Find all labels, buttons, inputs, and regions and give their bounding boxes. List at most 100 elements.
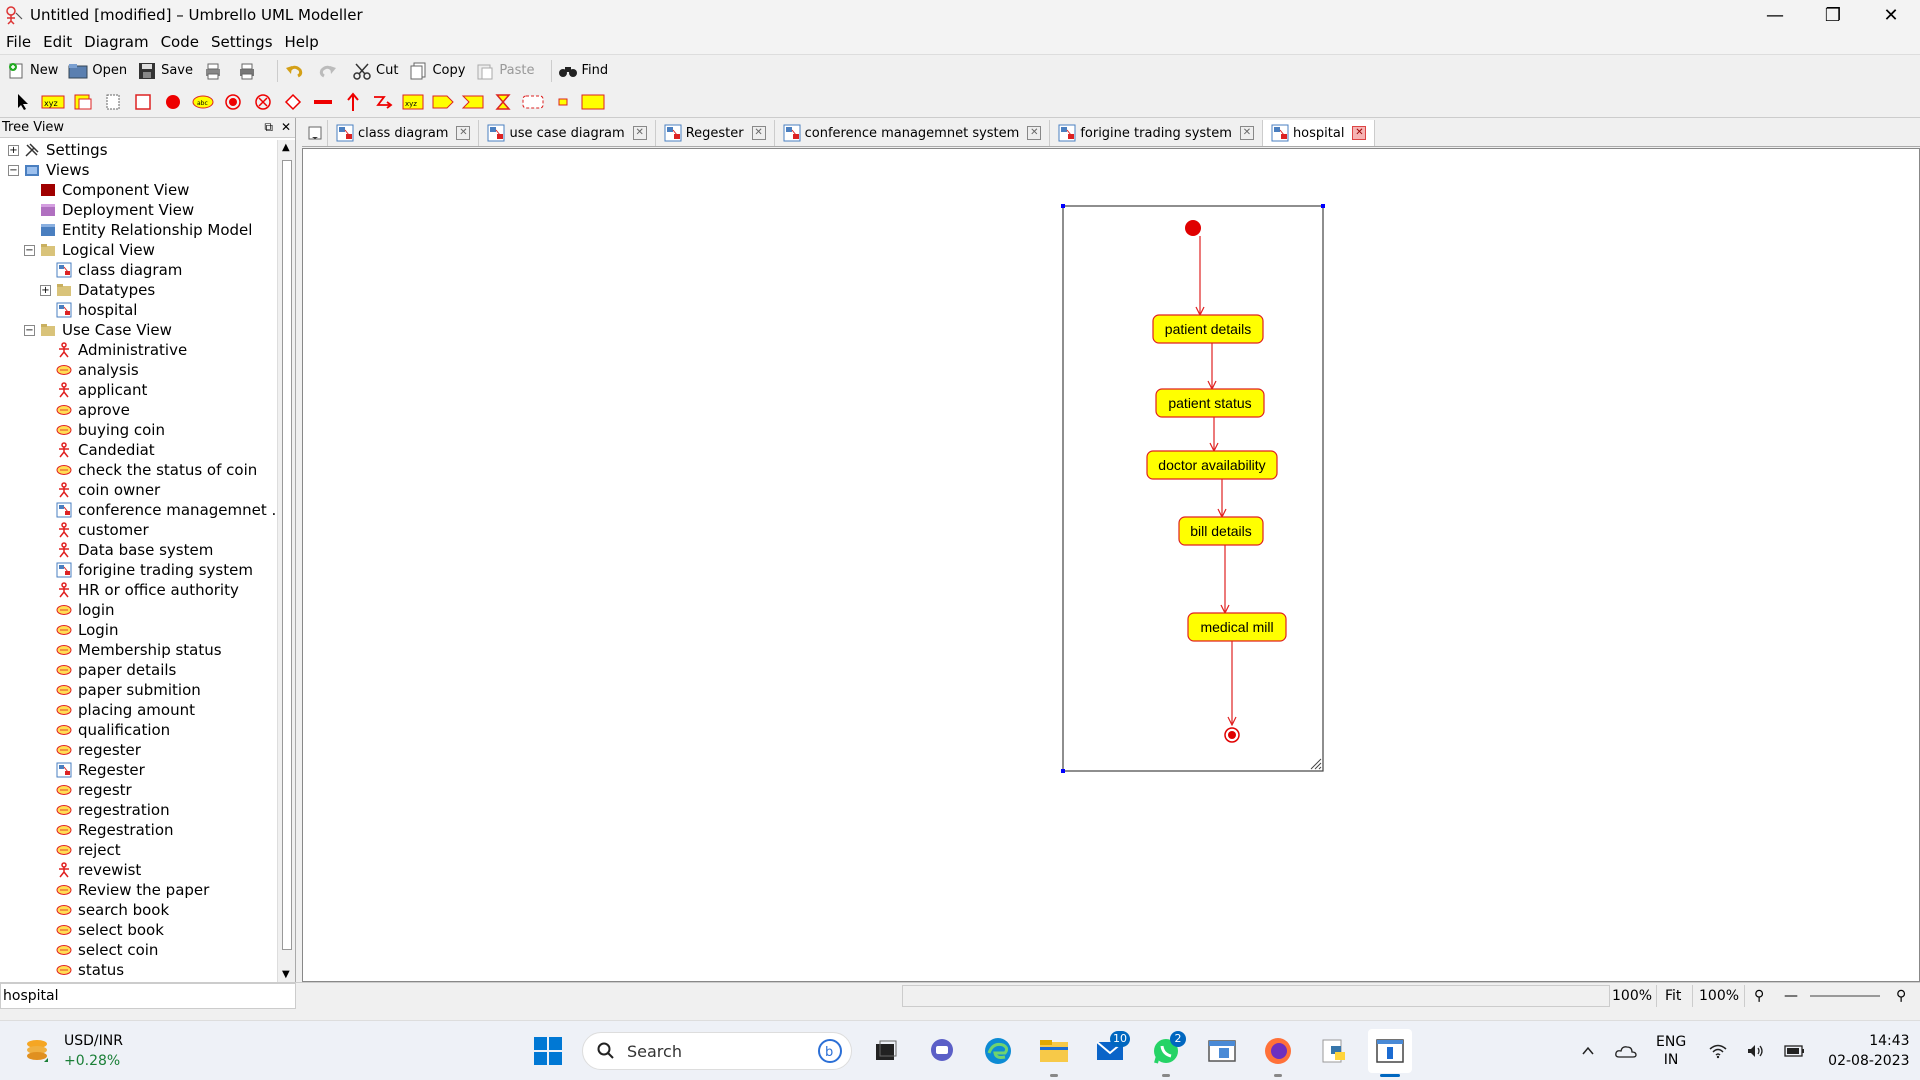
tree-item[interactable]: −Use Case View (0, 320, 276, 340)
tree-item[interactable]: Administrative (0, 340, 276, 360)
start-button[interactable] (526, 1029, 570, 1073)
ticker-widget[interactable]: USD/INR +0.28% (22, 1031, 123, 1071)
tree-item[interactable]: reject (0, 840, 276, 860)
collapse-icon[interactable]: − (24, 244, 35, 256)
print-button[interactable] (203, 61, 227, 81)
close-tab-icon[interactable]: ✕ (1352, 126, 1367, 140)
activity-node[interactable]: bill details (1178, 516, 1264, 546)
tree-item[interactable]: applicant (0, 380, 276, 400)
file-explorer-button[interactable] (1032, 1029, 1076, 1077)
pin-tool[interactable] (548, 88, 578, 116)
tree-item[interactable]: select coin (0, 940, 276, 960)
partition-tool[interactable] (578, 88, 608, 116)
zoom-slider[interactable] (1810, 995, 1880, 997)
scrollbar-thumb[interactable] (282, 160, 292, 950)
tree-item[interactable]: customer (0, 520, 276, 540)
volume-icon[interactable] (1746, 1043, 1766, 1059)
menu-file[interactable]: File (6, 33, 32, 51)
tree-item[interactable]: hospital (0, 300, 276, 320)
tree-item[interactable]: Component View (0, 180, 276, 200)
send-signal-tool[interactable] (428, 88, 458, 116)
dependency-tool[interactable] (338, 88, 368, 116)
tree-item[interactable]: Data base system (0, 540, 276, 560)
tree-item[interactable]: −Logical View (0, 240, 276, 260)
tree-item[interactable]: coin owner (0, 480, 276, 500)
redo-button[interactable] (318, 61, 342, 81)
tree-item[interactable]: buying coin (0, 420, 276, 440)
zoom-minus-button[interactable]: — (1784, 988, 1798, 1004)
firefox-button[interactable] (1256, 1029, 1300, 1077)
tree-item[interactable]: forigine trading system (0, 560, 276, 580)
close-tab-icon[interactable]: ✕ (456, 126, 471, 140)
region-tool[interactable] (518, 88, 548, 116)
final-node[interactable] (1224, 727, 1240, 743)
find-button[interactable]: Find (558, 61, 608, 81)
menu-diagram[interactable]: Diagram (84, 33, 149, 51)
menu-edit[interactable]: Edit (43, 33, 73, 51)
tree-item[interactable]: Candediat (0, 440, 276, 460)
tree-item[interactable]: check the status of coin (0, 460, 276, 480)
language-indicator[interactable]: ENG IN (1656, 1033, 1686, 1069)
task-view-button[interactable] (864, 1029, 908, 1073)
tree-item[interactable]: analysis (0, 360, 276, 380)
selection-handle[interactable] (1321, 204, 1325, 208)
tree-item[interactable]: Regestration (0, 820, 276, 840)
app-window-button[interactable] (1200, 1029, 1244, 1073)
tree-item[interactable]: Membership status (0, 640, 276, 660)
note-tool[interactable] (68, 88, 98, 116)
mail-button[interactable]: 10 (1088, 1029, 1132, 1073)
branch-tool[interactable] (278, 88, 308, 116)
tree-item[interactable]: login (0, 600, 276, 620)
end-state-tool[interactable] (218, 88, 248, 116)
select-tool[interactable] (8, 88, 38, 116)
zoom-out-icon[interactable]: ⚲ (1754, 988, 1765, 1004)
onedrive-cloud-icon[interactable] (1614, 1043, 1638, 1059)
tree-item[interactable]: +Settings (0, 140, 276, 160)
initial-state-tool[interactable] (158, 88, 188, 116)
tree-item[interactable]: Login (0, 620, 276, 640)
tree-item[interactable]: aprove (0, 400, 276, 420)
save-button[interactable]: Save (137, 61, 193, 81)
whatsapp-button[interactable]: 2 (1144, 1029, 1188, 1077)
collapse-icon[interactable]: − (8, 164, 19, 176)
undo-button[interactable] (284, 61, 308, 81)
activity-node[interactable]: medical mill (1187, 612, 1287, 642)
minimize-button[interactable]: — (1766, 4, 1784, 26)
collapse-icon[interactable]: − (24, 324, 35, 336)
system-clock[interactable]: 14:43 02-08-2023 (1828, 1031, 1909, 1071)
battery-icon[interactable] (1784, 1044, 1806, 1058)
copy-button[interactable]: Copy (408, 61, 465, 81)
anchor-tool[interactable] (98, 88, 128, 116)
initial-node[interactable] (1185, 220, 1201, 236)
diagram-tab[interactable]: hospital✕ (1262, 120, 1376, 146)
paste-button[interactable]: Paste (475, 61, 535, 81)
fork-tool[interactable] (308, 88, 338, 116)
scroll-up-icon[interactable]: ▲ (282, 142, 290, 153)
tree-item[interactable]: placing amount (0, 700, 276, 720)
tree-item[interactable]: qualification (0, 720, 276, 740)
object-node-tool[interactable]: xyz (398, 88, 428, 116)
tree-item[interactable]: select book (0, 920, 276, 940)
close-panel-icon[interactable]: ✕ (280, 120, 291, 134)
menu-code[interactable]: Code (160, 33, 199, 51)
close-tab-icon[interactable]: ✕ (1239, 126, 1254, 140)
activity-frame[interactable] (1062, 205, 1324, 772)
diagram-tab[interactable]: conference managemnet system✕ (775, 120, 1051, 146)
cut-button[interactable]: Cut (352, 61, 398, 81)
wifi-icon[interactable] (1708, 1043, 1728, 1059)
tree-item[interactable]: Entity Relationship Model (0, 220, 276, 240)
tree-item[interactable]: regester (0, 740, 276, 760)
diagram-tab[interactable]: class diagram✕ (328, 120, 480, 146)
diagram-tab[interactable]: Regester✕ (656, 120, 775, 146)
umbrello-taskbar-button[interactable] (1368, 1029, 1412, 1077)
tree-item[interactable]: status (0, 960, 276, 980)
tree-item[interactable]: −Views (0, 160, 276, 180)
close-tab-icon[interactable]: ✕ (632, 126, 647, 140)
text-tool[interactable]: xyz (38, 88, 68, 116)
expand-icon[interactable]: + (40, 284, 51, 296)
tree-scrollbar[interactable]: ▲ ▼ (277, 140, 295, 982)
restore-button[interactable]: ❐ (1824, 4, 1842, 26)
tree-item[interactable]: conference managemnet ... (0, 500, 276, 520)
activity-node[interactable]: doctor availability (1146, 450, 1278, 480)
